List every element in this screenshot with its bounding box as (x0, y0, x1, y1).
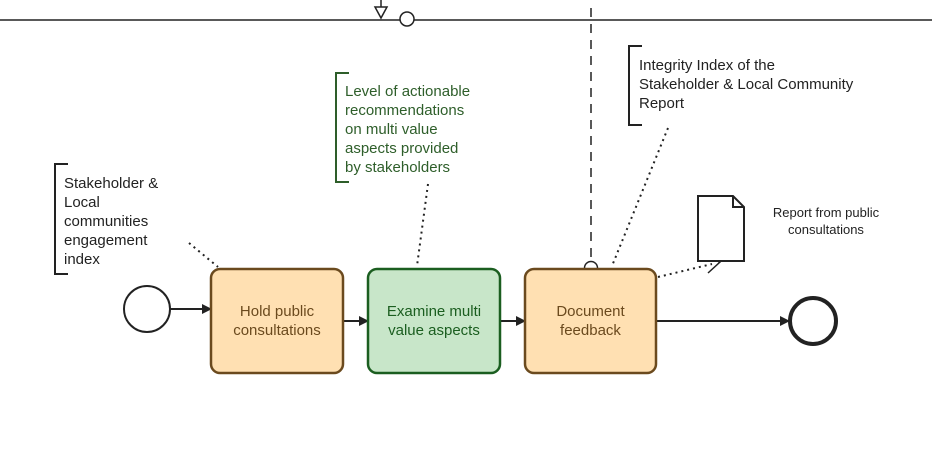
annotation-bracket-engagement (54, 163, 68, 275)
annotation-bracket-recommendations (335, 72, 349, 183)
data-object-label: Report from public consultations (772, 205, 880, 237)
task-examine-multi-value-aspects[interactable] (366, 267, 502, 375)
annotation-actionable-recommendations: Level of actionable recommendations on m… (345, 83, 471, 176)
association-recommendations (416, 183, 429, 267)
annotation-engagement-index: Stakeholder & Local communities engageme… (64, 175, 159, 268)
start-event[interactable] (123, 285, 171, 333)
task-label-hold: Hold public consultations (233, 303, 321, 339)
association-integrity (611, 127, 669, 267)
task-document-feedback[interactable] (523, 267, 658, 375)
association-engagement (188, 242, 219, 268)
document-icon[interactable] (697, 195, 745, 262)
document-fold (732, 196, 744, 208)
task-hold-public-consultations[interactable] (209, 267, 345, 375)
top-boundary-event[interactable] (399, 11, 415, 27)
association-report (657, 263, 713, 278)
annotation-bracket-integrity (628, 45, 642, 126)
end-event[interactable] (788, 296, 838, 346)
annotation-integrity-index: Integrity Index of the Stakeholder & Loc… (639, 57, 854, 112)
top-incoming-marker (373, 0, 389, 20)
task-label-document: Document feedback (556, 303, 625, 339)
task-label-examine: Examine multi value aspects (386, 303, 482, 339)
